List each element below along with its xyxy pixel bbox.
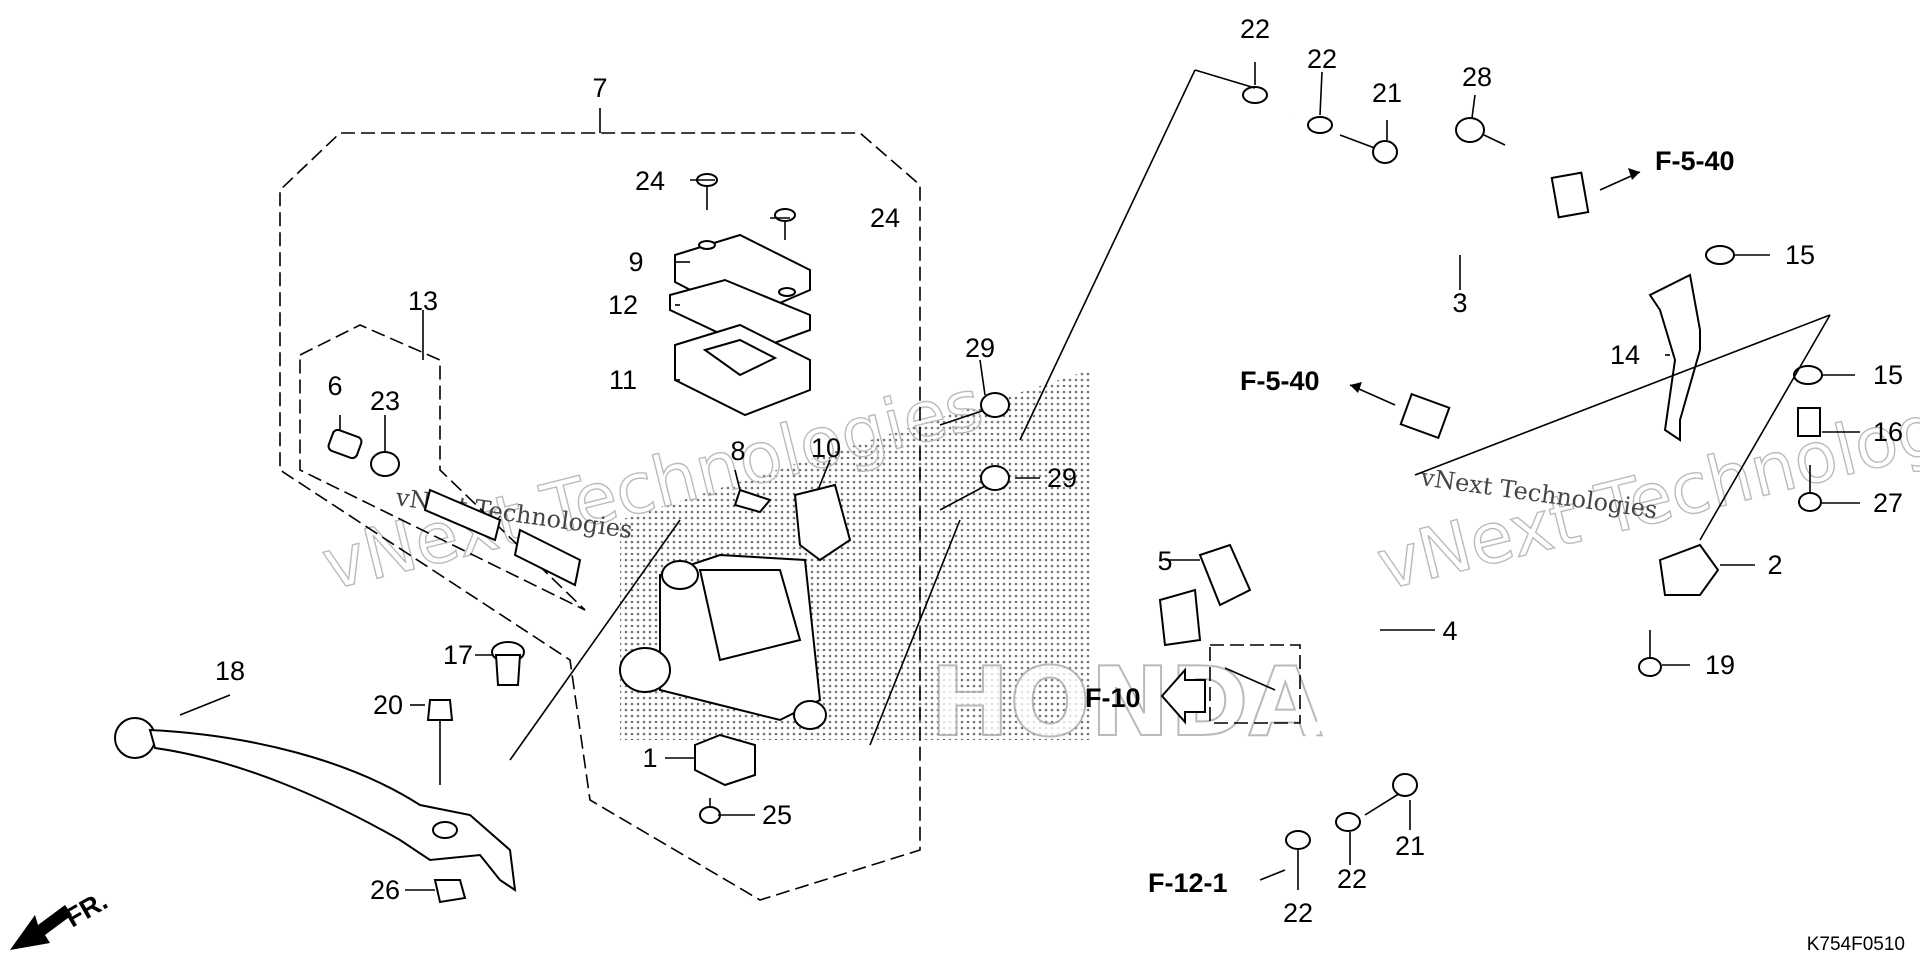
- ref-f540-top[interactable]: F-5-40: [1655, 146, 1735, 176]
- label-26: 26: [370, 875, 400, 905]
- label-3: 3: [1452, 288, 1467, 318]
- washer-22c: [1285, 830, 1311, 850]
- label-8: 8: [730, 436, 745, 466]
- dust-cap-17: [491, 641, 525, 686]
- arrow-f540-mid: [1349, 382, 1396, 406]
- label-18: 18: [215, 656, 245, 686]
- bolt-28: [1455, 117, 1506, 146]
- label-1: 1: [642, 743, 657, 773]
- label-21b: 21: [1395, 831, 1425, 861]
- diaphragm: [674, 323, 811, 417]
- label-14: 14: [1610, 340, 1640, 370]
- bolt-29b: [939, 465, 1010, 511]
- front-arrow: [10, 905, 72, 950]
- screw-24a: [696, 173, 718, 210]
- label-2: 2: [1767, 550, 1782, 580]
- label-29b: 29: [1047, 463, 1077, 493]
- label-28: 28: [1462, 62, 1492, 92]
- label-13: 13: [408, 286, 438, 316]
- pivot-bolt-20: [426, 699, 454, 785]
- arrow-f540-top: [1599, 168, 1641, 191]
- label-25: 25: [762, 800, 792, 830]
- holder-10: [793, 483, 852, 562]
- label-4: 4: [1442, 616, 1457, 646]
- label-11: 11: [609, 365, 637, 395]
- label-9: 9: [628, 247, 643, 277]
- screw-24b: [774, 208, 796, 240]
- label-15b: 15: [1873, 360, 1903, 390]
- diaphragm-plate: [669, 278, 811, 352]
- assembly-7-outline: [279, 132, 921, 901]
- screw-25: [699, 798, 721, 824]
- label-22a: 22: [1240, 14, 1270, 44]
- master-cylinder-body: [619, 553, 827, 730]
- label-12: 12: [608, 290, 638, 320]
- label-21a: 21: [1372, 78, 1402, 108]
- oil-bolt-21a: [1339, 134, 1398, 164]
- label-15a: 15: [1785, 240, 1815, 270]
- label-24b: 24: [870, 203, 900, 233]
- assembly-13-outline: [299, 324, 586, 611]
- grommet-15a: [1705, 245, 1735, 265]
- brake-lever-18: [114, 717, 517, 893]
- clamp-5: [1158, 543, 1276, 691]
- washer-22d: [1335, 812, 1361, 832]
- label-7: 7: [592, 73, 607, 103]
- ref-f540-mid[interactable]: F-5-40: [1240, 366, 1320, 396]
- ref-f10[interactable]: F-10: [1085, 683, 1141, 713]
- nut-26: [433, 879, 467, 904]
- label-10: 10: [811, 433, 841, 463]
- collar-16: [1797, 407, 1821, 437]
- label-6: 6: [327, 371, 342, 401]
- label-22b: 22: [1307, 44, 1337, 74]
- label-20: 20: [373, 690, 403, 720]
- label-16: 16: [1873, 417, 1903, 447]
- washer-22b: [1307, 116, 1333, 134]
- clip-8: [733, 488, 772, 514]
- oil-bolt-21b: [1364, 773, 1418, 816]
- ref-f10-box: [1209, 644, 1301, 724]
- label-22c: 22: [1283, 898, 1313, 928]
- label-22d: 22: [1337, 864, 1367, 894]
- label-23: 23: [370, 386, 400, 416]
- label-5: 5: [1157, 546, 1172, 576]
- washer-22a: [1242, 86, 1268, 104]
- label-17: 17: [443, 640, 473, 670]
- svg-text:HONDA: HONDA: [930, 648, 1323, 758]
- bolt-19: [1638, 630, 1662, 677]
- bolt-29a: [939, 392, 1010, 426]
- bolt-27: [1798, 465, 1822, 512]
- label-27: 27: [1873, 488, 1903, 518]
- label-19: 19: [1705, 650, 1735, 680]
- label-24a: 24: [635, 166, 665, 196]
- callout-leaders: [179, 62, 1860, 891]
- clamp-2: [1658, 543, 1720, 596]
- label-29a: 29: [965, 333, 995, 363]
- bracket-14: [1648, 273, 1701, 442]
- brake-switch-1: [694, 733, 756, 787]
- part-labels: 7 13 24 24 9 12 11 6 23 8 10 29 29 18 17…: [215, 14, 1903, 928]
- arrow-f10[interactable]: [1160, 667, 1206, 725]
- piston-parts: [327, 428, 582, 587]
- front-marker: FR.: [60, 885, 113, 933]
- diagram-code: K754F0510: [1807, 934, 1905, 955]
- brake-hose-4: [1249, 392, 1451, 840]
- ref-f121[interactable]: F-12-1: [1148, 868, 1228, 898]
- brake-hose-3: [1287, 113, 1590, 308]
